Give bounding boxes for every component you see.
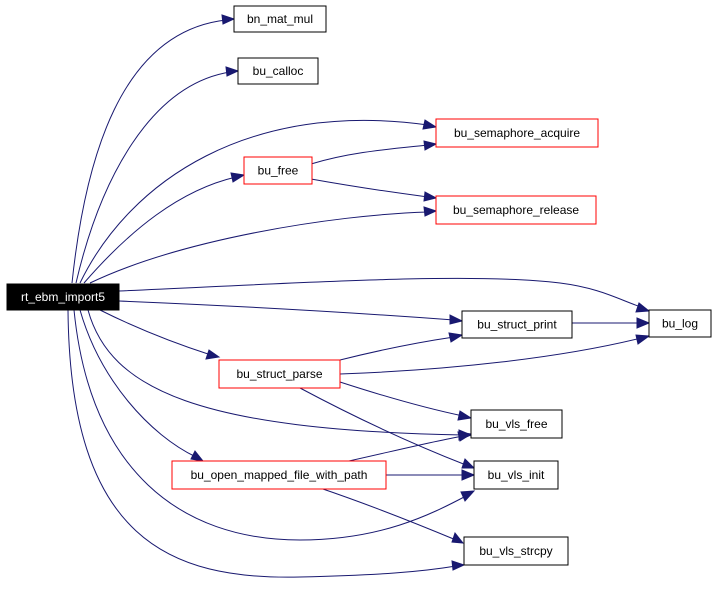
node-bu-vls-init[interactable]: bu_vls_init	[473, 460, 559, 490]
node-rt-ebm-import5[interactable]: rt_ebm_import5	[6, 283, 120, 311]
call-graph-edges	[67, 14, 651, 578]
edge-arrow	[461, 469, 476, 481]
edge-arrow	[225, 66, 240, 77]
edge-rt-ebm-import5-to-bu-calloc	[75, 71, 231, 284]
edge-arrow	[457, 431, 473, 442]
edge-bu-struct-parse-to-bu-struct-print	[339, 336, 455, 361]
node-bu-semaphore-acquire[interactable]: bu_semaphore_acquire	[435, 118, 599, 148]
node-label: bu_semaphore_acquire	[454, 126, 580, 140]
node-bu-log[interactable]: bu_log	[648, 309, 712, 338]
node-label: bu_open_mapped_file_with_path	[191, 468, 368, 482]
edge-arrow	[423, 206, 438, 217]
node-label: bu_struct_parse	[236, 367, 322, 381]
edge-arrow	[449, 314, 464, 325]
edge-rt-ebm-import5-to-bu-free	[83, 176, 237, 284]
edge-bu-free-to-bu-semaphore-release	[310, 178, 429, 198]
node-label: bu_free	[258, 164, 299, 178]
edge-rt-ebm-import5-to-bu-log	[118, 277, 642, 308]
edge-rt-ebm-import5-to-bu-semaphore-release	[89, 211, 429, 284]
edge-arrow	[451, 560, 466, 571]
edge-rt-ebm-import5-to-bu-vls-init	[73, 309, 467, 541]
edge-arrow	[635, 334, 651, 345]
edge-arrow	[190, 450, 205, 462]
node-bu-semaphore-release[interactable]: bu_semaphore_release	[435, 195, 597, 225]
edge-arrow	[422, 119, 438, 130]
node-label: bn_mat_mul	[247, 12, 313, 26]
edge-arrow	[230, 172, 246, 183]
node-label: bu_calloc	[253, 64, 304, 78]
edge-arrow	[221, 14, 236, 25]
node-bu-struct-parse[interactable]: bu_struct_parse	[218, 359, 341, 389]
edge-arrow	[451, 531, 465, 544]
node-bu-vls-free[interactable]: bu_vls_free	[470, 409, 563, 439]
edge-arrow	[423, 191, 438, 202]
edge-rt-ebm-import5-to-bn-mat-mul	[71, 19, 227, 284]
edge-rt-ebm-import5-to-bu-open-mapped-file	[79, 309, 197, 458]
edge-rt-ebm-import5-to-bu-struct-print	[118, 300, 455, 321]
node-label: rt_ebm_import5	[21, 290, 105, 304]
node-label: bu_semaphore_release	[453, 203, 579, 217]
node-label: bu_vls_init	[488, 468, 545, 482]
edge-rt-ebm-import5-to-bu-struct-parse	[99, 309, 212, 356]
node-bu-vls-strcpy[interactable]: bu_vls_strcpy	[463, 536, 569, 566]
node-bu-calloc[interactable]: bu_calloc	[237, 57, 319, 85]
edge-arrow	[460, 490, 476, 502]
node-bu-free[interactable]: bu_free	[243, 156, 313, 185]
edge-arrow	[205, 349, 221, 360]
edge-bu-struct-parse-to-bu-log	[339, 337, 642, 375]
edge-arrow	[423, 140, 438, 151]
node-label: bu_log	[662, 317, 698, 331]
edge-rt-ebm-import5-to-bu-semaphore-acquire	[79, 119, 429, 284]
call-graph-nodes: rt_ebm_import5 bn_mat_mul bu_calloc bu_s…	[6, 5, 712, 566]
edge-bu-struct-parse-to-bu-vls-init	[299, 387, 467, 466]
edge-bu-open-mapped-file-to-bu-vls-free	[339, 435, 464, 464]
edge-bu-struct-parse-to-bu-vls-free	[339, 381, 464, 417]
edge-arrow	[635, 302, 651, 313]
edge-arrow	[448, 332, 464, 343]
edge-arrow	[457, 410, 473, 421]
node-label: bu_vls_free	[485, 417, 547, 431]
node-label: bu_vls_strcpy	[479, 544, 552, 558]
edge-bu-free-to-bu-semaphore-acquire	[310, 144, 429, 165]
edge-rt-ebm-import5-to-bu-vls-free	[87, 309, 464, 436]
edge-arrow	[461, 458, 476, 469]
node-bu-struct-print[interactable]: bu_struct_print	[461, 310, 573, 339]
node-label: bu_struct_print	[477, 318, 557, 332]
node-bu-open-mapped-file-with-path[interactable]: bu_open_mapped_file_with_path	[171, 460, 387, 490]
edge-rt-ebm-import5-to-bu-vls-strcpy	[67, 309, 457, 578]
edge-bu-open-mapped-file-to-bu-vls-strcpy	[319, 487, 457, 541]
node-bn-mat-mul[interactable]: bn_mat_mul	[233, 5, 327, 33]
edge-arrow	[636, 317, 651, 329]
